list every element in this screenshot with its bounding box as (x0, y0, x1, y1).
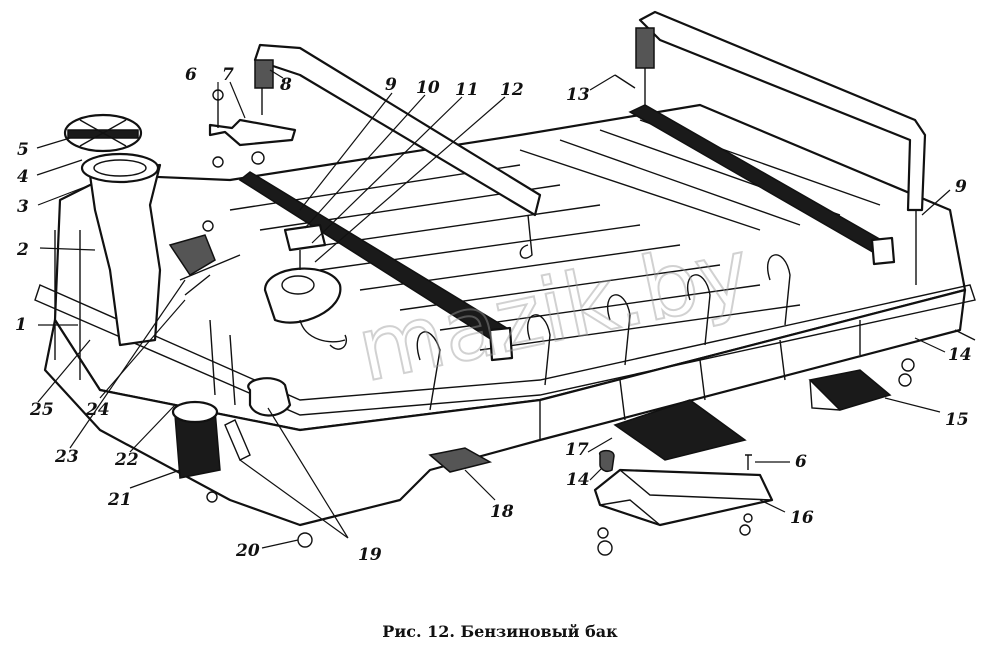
saddle-16 (593, 468, 774, 527)
callout-18: 18 (490, 502, 514, 522)
callout-12: 12 (500, 80, 524, 100)
callout-14: 14 (948, 345, 972, 365)
callout-19: 19 (358, 545, 382, 565)
filler-neck (80, 152, 162, 347)
callout-20: 20 (235, 541, 260, 561)
fuel-gauge-sender (263, 223, 342, 324)
callout-11: 11 (455, 80, 479, 100)
callout-13: 13 (566, 85, 590, 105)
callout-23: 23 (54, 447, 79, 467)
pad-18 (428, 447, 493, 473)
pad-15 (808, 369, 892, 411)
leader-lines (36, 69, 951, 549)
strap-front (238, 171, 514, 362)
strap-rear (628, 104, 896, 266)
callout-6b: 6 (795, 452, 807, 472)
callout-4: 4 (17, 167, 29, 187)
callout-9b: 9 (955, 177, 967, 197)
callout-9: 9 (385, 75, 397, 95)
callout-15: 15 (945, 410, 969, 430)
callout-5: 5 (17, 140, 29, 160)
callout-1: 1 (15, 315, 27, 335)
callout-7: 7 (222, 65, 234, 85)
filler-cap (63, 113, 143, 153)
callout-8: 8 (279, 75, 292, 95)
callout-3: 3 (17, 197, 29, 217)
callout-10: 10 (416, 78, 440, 98)
callout-labels: 1 2 3 4 5 6 7 8 9 10 11 12 13 25 24 23 2… (15, 65, 972, 565)
drain-fittings (171, 377, 292, 479)
callout-22: 22 (114, 450, 139, 470)
callout-2: 2 (16, 240, 29, 260)
callout-25: 25 (29, 400, 54, 420)
gasket-17 (613, 399, 747, 461)
figure-caption: Рис. 12. Бензиновый бак (382, 622, 618, 641)
bracket-13 (635, 10, 927, 285)
callout-24: 24 (85, 400, 110, 420)
callout-21: 21 (107, 490, 132, 510)
callout-17: 17 (565, 440, 589, 460)
bracket-8 (253, 43, 542, 259)
callout-16: 16 (790, 508, 814, 528)
callout-6: 6 (185, 65, 197, 85)
hardware (168, 74, 976, 556)
fuel-tank-exploded-diagram: mazik.by 1 2 3 4 5 (15, 10, 976, 565)
callout-14b: 14 (566, 470, 590, 490)
